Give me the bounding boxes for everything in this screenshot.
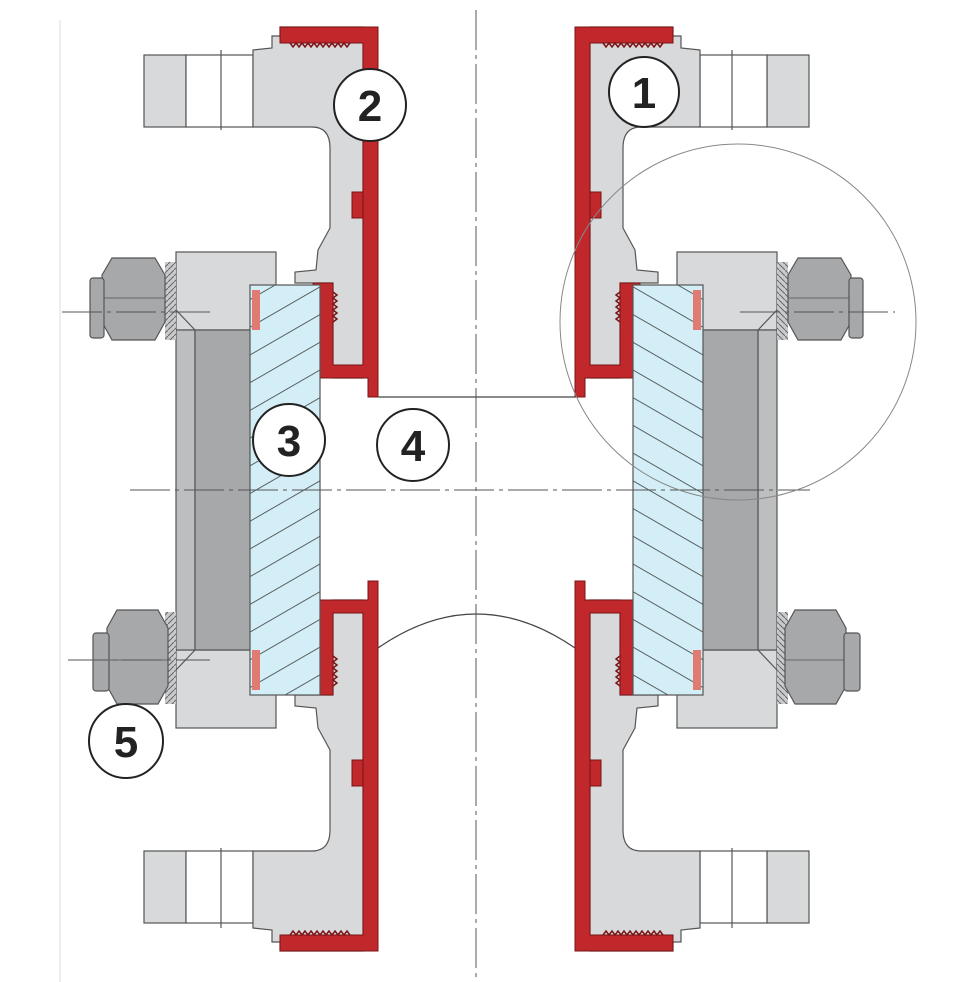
callout-3-label: 3 xyxy=(277,417,301,466)
callout-3: 3 xyxy=(252,403,326,477)
detail-circle xyxy=(559,143,917,501)
callout-4: 4 xyxy=(376,408,450,482)
callout-2-label: 2 xyxy=(358,82,382,131)
callout-5: 5 xyxy=(88,703,164,779)
center-lines xyxy=(62,10,895,982)
callout-1-label: 1 xyxy=(632,69,656,118)
callout-4-label: 4 xyxy=(401,422,426,471)
callout-5-label: 5 xyxy=(114,718,138,767)
callout-2: 2 xyxy=(333,68,407,142)
callout-1: 1 xyxy=(608,56,680,128)
